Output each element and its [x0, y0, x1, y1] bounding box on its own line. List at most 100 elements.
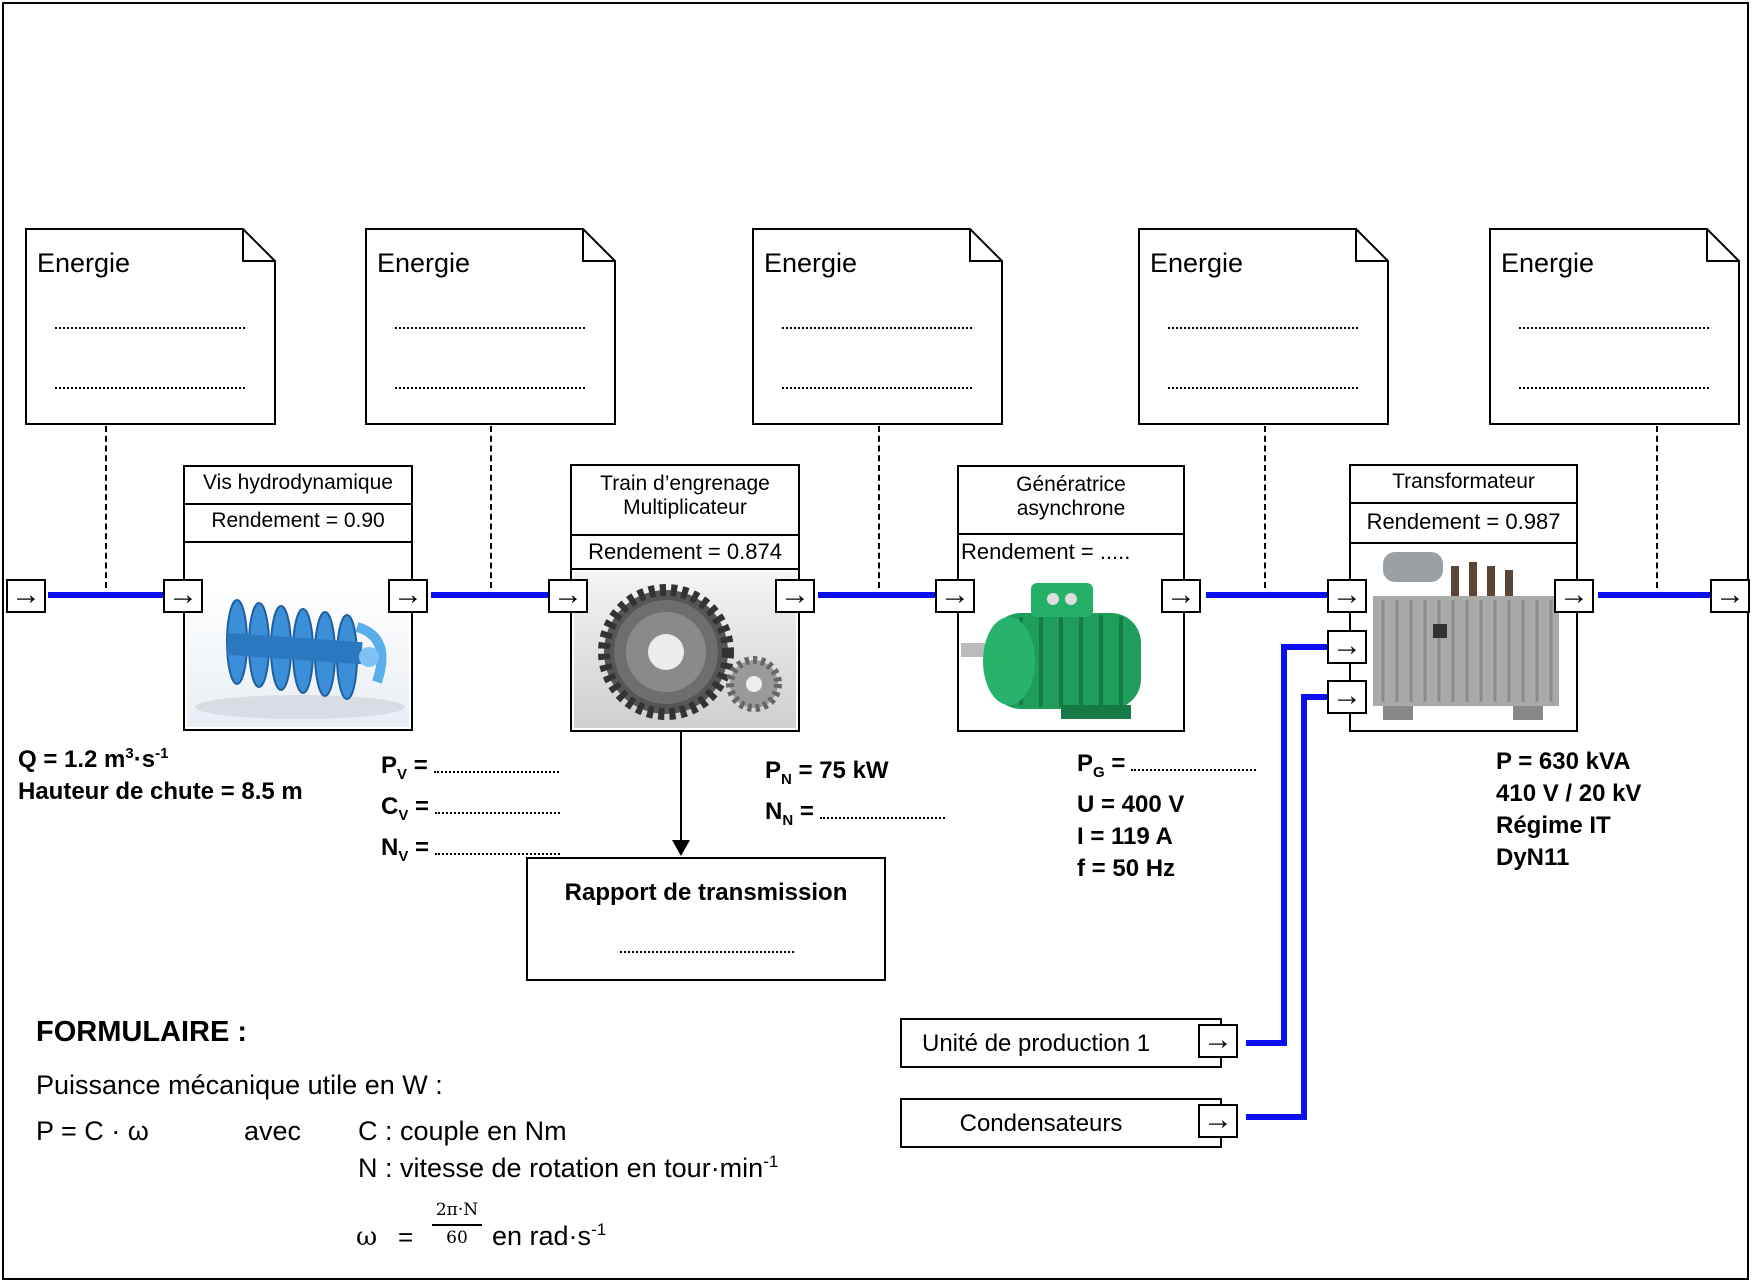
- port-arrow-input: →: [6, 579, 46, 613]
- energy-wire: [1206, 592, 1330, 598]
- arrow-head-icon: [672, 840, 690, 856]
- couplage: DyN11: [1496, 844, 1570, 871]
- answer-line: [1168, 327, 1358, 329]
- component-train-engrenage: Train d’engrenage Multiplicateur Rendeme…: [570, 464, 800, 732]
- input-specs: Q = 1.2 m3·s-1 Hauteur de chute = 8.5 m: [18, 738, 303, 808]
- rapport-transmission-box: Rapport de transmission: [526, 857, 886, 981]
- fraction-bar: [432, 1224, 482, 1226]
- formulaire-line: Puissance mécanique utile en W :: [36, 1070, 443, 1100]
- component-title: Transformateur: [1351, 466, 1576, 504]
- component-generatrice-asynchrone: Génératrice asynchrone Rendement = .....: [957, 465, 1185, 732]
- energy-note-2: Energie: [365, 228, 616, 425]
- component-title: Train d’engrenage Multiplicateur: [572, 466, 798, 536]
- rapport-title: Rapport de transmission: [564, 879, 848, 906]
- port-arrow: →: [1554, 579, 1594, 613]
- source-condensateurs: Condensateurs: [900, 1098, 1222, 1148]
- pv-field: PV =: [381, 750, 560, 791]
- answer-line: [435, 837, 561, 855]
- generatrice-output-specs: PG = U = 400 V I = 119 A f = 50 Hz: [1077, 748, 1257, 885]
- cv-field: CV =: [381, 791, 561, 832]
- energy-wire: [431, 592, 549, 598]
- component-rendement: Rendement = .....: [959, 535, 1183, 571]
- pg-field: PG =: [1077, 748, 1257, 789]
- energy-wire: [1304, 694, 1328, 700]
- port-arrow: →: [1327, 630, 1367, 664]
- answer-line: [395, 327, 585, 329]
- power-equation: P = C · ω: [36, 1116, 149, 1146]
- motor-image: [961, 577, 1181, 728]
- note-shape: [1138, 228, 1389, 425]
- dashed-connector: [1656, 426, 1658, 588]
- energy-note-1: Energie: [25, 228, 276, 425]
- component-rendement: Rendement = 0.987: [1351, 504, 1576, 544]
- fraction-denominator: 60: [446, 1228, 468, 1248]
- energy-note-5: Energie: [1489, 228, 1740, 425]
- energy-note-4: Energie: [1138, 228, 1389, 425]
- rendement-blank: .....: [1099, 539, 1131, 564]
- answer-line: [1519, 327, 1709, 329]
- note-shape: [752, 228, 1003, 425]
- omega-symbol: ω: [356, 1222, 378, 1252]
- dashed-connector: [105, 426, 107, 588]
- energy-note-3: Energie: [752, 228, 1003, 425]
- energy-note-title: Energie: [1501, 248, 1595, 278]
- transfo-specs: P = 630 kVA 410 V / 20 kV Régime IT DyN1…: [1496, 746, 1641, 874]
- dashed-connector: [490, 426, 492, 588]
- regime-neutre: Régime IT: [1496, 812, 1611, 839]
- answer-line: [1519, 387, 1709, 389]
- answer-line: [395, 387, 585, 389]
- omega-unit: en rad·s-1: [492, 1220, 607, 1251]
- puissance-apparente: P = 630 kVA: [1496, 748, 1631, 775]
- pn-value: PN = 75 kW: [765, 757, 889, 788]
- port-arrow: →: [775, 579, 815, 613]
- component-rendement: Rendement = 0.874: [572, 536, 798, 570]
- hauteur-chute: Hauteur de chute = 8.5 m: [18, 778, 303, 805]
- omega-fraction: 2π·N 60: [428, 1200, 486, 1248]
- rendement-label: Rendement =: [961, 539, 1100, 564]
- energy-note-title: Energie: [764, 248, 858, 278]
- port-arrow: →: [1161, 579, 1201, 613]
- debit-value: Q = 1.2 m3·s-1: [18, 745, 169, 773]
- energy-wire: [1246, 1040, 1287, 1046]
- component-title-line: Train d’engrenage: [600, 472, 770, 495]
- answer-line: [782, 387, 972, 389]
- component-title: Vis hydrodynamique: [185, 467, 411, 505]
- component-title-line: Génératrice: [1016, 473, 1126, 496]
- port-arrow: →: [388, 579, 428, 613]
- port-arrow: →: [1327, 680, 1367, 714]
- port-arrow: →: [1198, 1104, 1238, 1138]
- answer-line: [620, 951, 794, 953]
- tension-value: U = 400 V: [1077, 790, 1185, 818]
- tensions: 410 V / 20 kV: [1496, 780, 1642, 807]
- frequence-value: f = 50 Hz: [1077, 854, 1176, 882]
- component-rendement: Rendement = 0.90: [185, 505, 411, 543]
- arrow-shaft: [680, 732, 682, 844]
- dashed-connector: [1264, 426, 1266, 588]
- dashed-connector: [878, 426, 880, 588]
- port-arrow: →: [935, 579, 975, 613]
- component-title-line: asynchrone: [1016, 497, 1126, 520]
- component-vis-hydrodynamique: Vis hydrodynamique Rendement = 0.90: [183, 465, 413, 731]
- energy-wire: [1284, 644, 1328, 650]
- note-shape: [25, 228, 276, 425]
- vis-output-specs: PV = CV = NV =: [381, 750, 561, 872]
- energy-note-title: Energie: [1150, 248, 1244, 278]
- vitesse-definition: N : vitesse de rotation en tour·min-1: [358, 1152, 779, 1183]
- energy-wire: [1246, 1114, 1307, 1120]
- energy-note-title: Energie: [37, 248, 131, 278]
- answer-line: [819, 801, 945, 819]
- port-arrow: →: [1327, 579, 1367, 613]
- nn-field: NN =: [765, 796, 945, 837]
- answer-line: [782, 327, 972, 329]
- component-title-line: Multiplicateur: [623, 496, 747, 519]
- energy-note-title: Energie: [377, 248, 471, 278]
- port-arrow: →: [548, 579, 588, 613]
- source-unite-production: Unité de production 1: [900, 1018, 1222, 1068]
- component-title: Génératrice asynchrone: [959, 467, 1183, 535]
- port-arrow: →: [163, 579, 203, 613]
- formulaire-title: FORMULAIRE :: [36, 1016, 248, 1048]
- energy-wire: [1598, 592, 1712, 598]
- courant-value: I = 119 A: [1077, 822, 1173, 850]
- note-shape: [1489, 228, 1740, 425]
